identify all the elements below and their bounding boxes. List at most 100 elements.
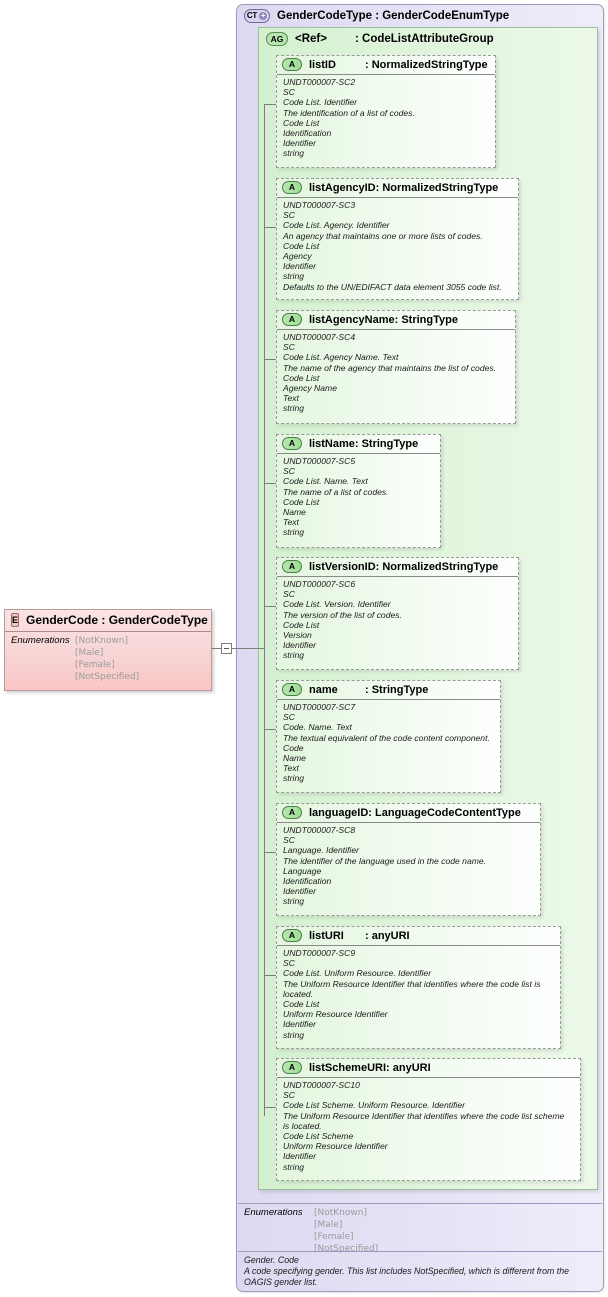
attribute-group-type: : CodeListAttributeGroup <box>355 33 494 45</box>
attribute-doc-line: The identification of a list of codes. <box>283 107 415 118</box>
attribute-doc-line: UNDT000007-SC2 <box>283 77 356 87</box>
element-body: Enumerations [NotKnown][Male][Female][No… <box>5 632 211 690</box>
attribute-title: listVersionID : NormalizedStringType <box>309 561 498 573</box>
element-gendercode[interactable]: E GenderCode : GenderCodeType Enumeratio… <box>4 609 212 691</box>
enumeration-value: [Female] <box>314 1232 354 1242</box>
attribute-name: listID <box>309 58 336 71</box>
attribute-badge[interactable]: A <box>282 560 302 573</box>
attribute-title: languageID : LanguageCodeContentType <box>309 807 521 819</box>
element-badge[interactable]: E <box>11 613 20 627</box>
complex-type-badge[interactable]: CT+ <box>244 9 270 23</box>
attribute-doc-line: UNDT000007-SC3 <box>283 200 356 210</box>
attribute-doc-line: Identification <box>283 876 332 887</box>
attribute-doc-line: The identifier of the language used in t… <box>283 855 487 866</box>
attribute-doc-line: UNDT000007-SC7 <box>283 702 356 712</box>
attribute-doc-line: SC <box>283 87 295 98</box>
attribute-name: listName <box>309 437 355 450</box>
attribute-title: listSchemeURI : anyURI <box>309 1062 431 1074</box>
attribute-doc-line: The Uniform Resource Identifier that ide… <box>283 1110 565 1121</box>
attribute-doc-line: string <box>283 650 305 661</box>
attribute-doc-line: The name of a list of codes. <box>283 486 389 497</box>
complex-type-title: GenderCodeType : GenderCodeEnumType <box>277 10 510 22</box>
attribute-group-ref: <Ref> <box>295 33 327 45</box>
connector-branch <box>264 852 276 853</box>
attribute-badge[interactable]: A <box>282 437 302 450</box>
attribute-doc-line: An agency that maintains one or more lis… <box>283 230 483 241</box>
connector-element-to-node <box>212 648 221 649</box>
attribute-doc-line: string <box>283 1029 305 1040</box>
attribute-type: : LanguageCodeContentType <box>368 806 521 819</box>
attribute-doc-line: Uniform Resource Identifier <box>283 1009 388 1020</box>
complex-type-enumerations-label: Enumerations <box>244 1207 303 1218</box>
attribute-doc-line: SC <box>283 835 295 846</box>
attribute-doc-line: Agency Name <box>283 383 337 394</box>
attribute-doc-line: Identifier <box>283 640 316 651</box>
attribute-doc-line: UNDT000007-SC5 <box>283 456 356 466</box>
complex-type-enumerations: Enumerations [NotKnown][Male][Female][No… <box>238 1203 602 1259</box>
attribute-doc-line: Code List Scheme <box>283 1131 354 1142</box>
attribute-group-badge[interactable]: AG <box>266 32 288 46</box>
attribute-doc-line: Identification <box>283 128 332 139</box>
attribute-title: listAgencyName : StringType <box>309 314 458 326</box>
attribute-badge[interactable]: A <box>282 806 302 819</box>
attribute-doc-line: Name <box>283 507 306 518</box>
attribute-name: listSchemeURI <box>309 1061 387 1074</box>
attribute-doc-line: Identifier <box>283 1151 316 1162</box>
complex-type-badge-label: CT <box>246 11 258 20</box>
attribute-badge[interactable]: A <box>282 929 302 942</box>
attribute-badge[interactable]: A <box>282 58 302 71</box>
attribute-doc-line: Code List. Name. Text <box>283 476 368 487</box>
attribute-badge[interactable]: A <box>282 313 302 326</box>
connector-collapse-toggle[interactable] <box>221 643 232 654</box>
attribute-doc-line: Code List. Version. Identifier <box>283 599 391 610</box>
enumeration-value: [NotSpecified] <box>75 672 140 682</box>
attribute-doc-line: Uniform Resource Identifier <box>283 1141 388 1152</box>
attribute-doc-line: Code <box>283 742 304 753</box>
attribute-doc-line: UNDT000007-SC9 <box>283 948 356 958</box>
attribute-type: : StringType <box>394 313 458 326</box>
attribute-doc-line: string <box>283 527 305 538</box>
attribute-badge[interactable]: A <box>282 181 302 194</box>
attribute-doc-line: Code List. Agency. Identifier <box>283 220 390 231</box>
enumeration-value: [NotSpecified] <box>314 1244 379 1254</box>
attribute-doc-line: UNDT000007-SC4 <box>283 332 356 342</box>
attribute-badge[interactable]: A <box>282 683 302 696</box>
attribute-doc-line: UNDT000007-SC10 <box>283 1080 360 1090</box>
attribute-badge[interactable]: A <box>282 1061 302 1074</box>
attribute-doc-line: Name <box>283 753 306 764</box>
attribute-title: listAgencyID : NormalizedStringType <box>309 182 498 194</box>
expand-plus-icon[interactable]: + <box>259 11 268 20</box>
attribute-doc-line: Text <box>283 393 299 404</box>
connector-node-to-trunk <box>232 648 264 649</box>
attribute-doc-line: Language. Identifier <box>283 845 359 856</box>
attribute-doc-line: Text <box>283 517 299 528</box>
enumeration-value: [Male] <box>75 648 104 658</box>
documentation-line: Gender. Code <box>244 1255 299 1265</box>
attribute-group-header: AG <Ref> : CodeListAttributeGroup <box>259 28 597 49</box>
attribute-name: listURI <box>309 929 344 942</box>
connector-trunk <box>264 104 265 1116</box>
attribute-type: : anyURI <box>365 929 410 942</box>
attribute-doc-line: SC <box>283 712 295 723</box>
attribute-doc-line: string <box>283 403 305 414</box>
attribute-title: name : StringType <box>309 684 428 696</box>
attribute-doc-line: SC <box>283 958 295 969</box>
